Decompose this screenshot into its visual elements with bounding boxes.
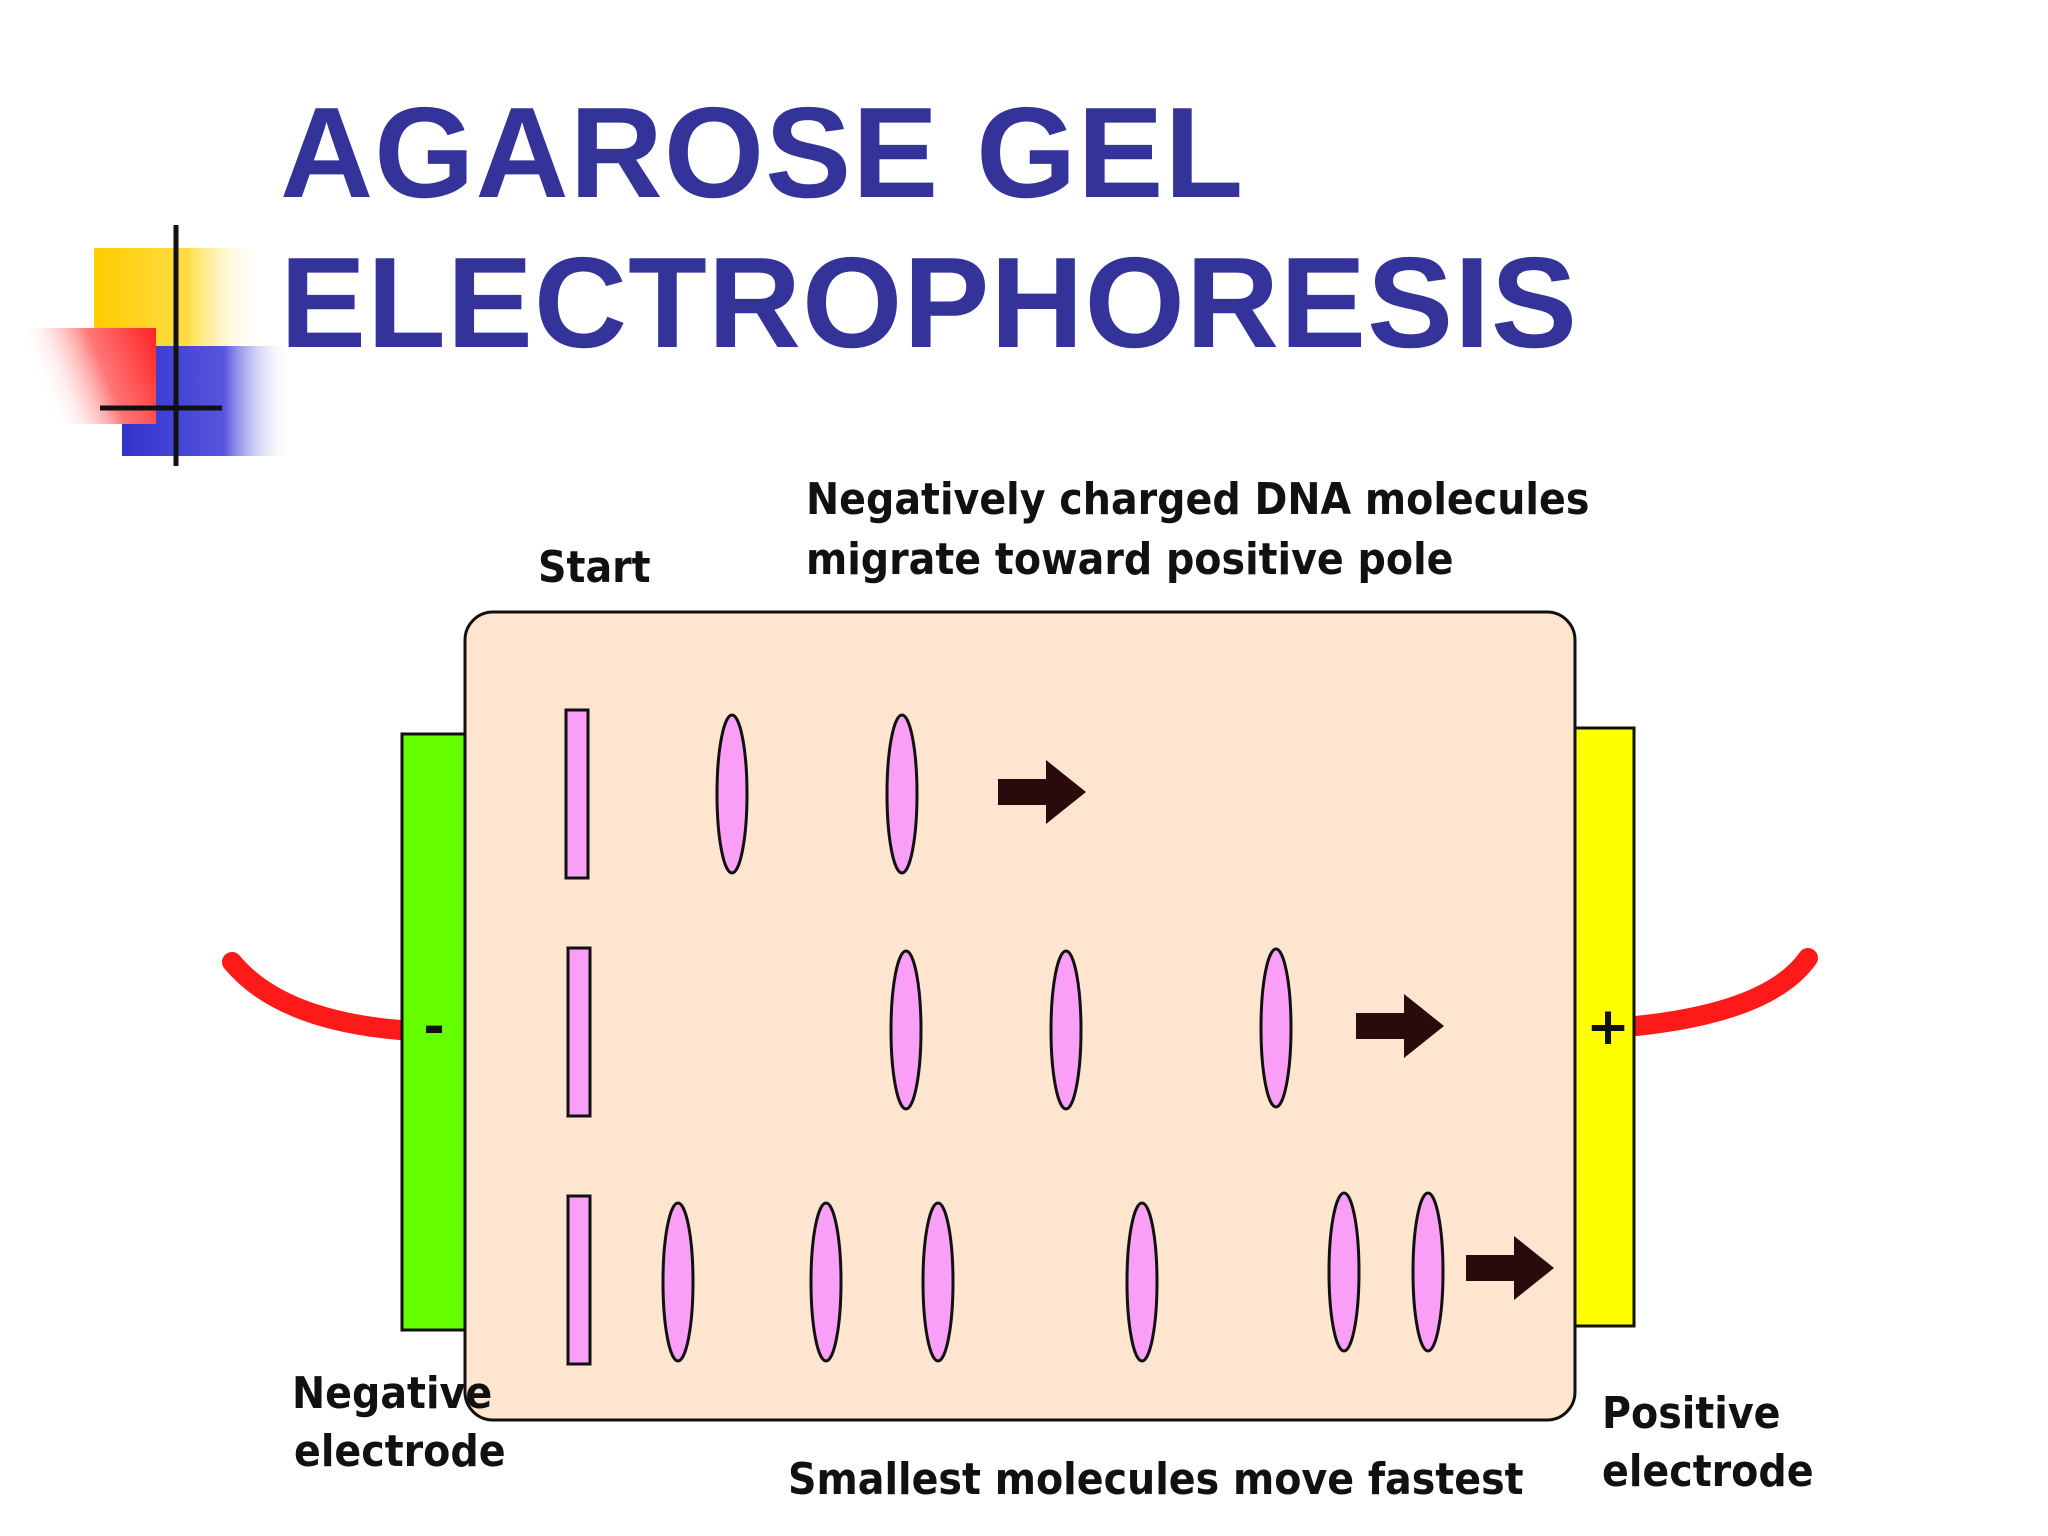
dna-band bbox=[921, 1201, 955, 1363]
bottom-caption: Smallest molecules move fastest bbox=[788, 1454, 1524, 1505]
dna-band bbox=[1411, 1191, 1445, 1353]
start-label: Start bbox=[538, 542, 651, 593]
dna-band bbox=[661, 1201, 695, 1363]
dna-band bbox=[809, 1201, 843, 1363]
dna-band bbox=[885, 713, 919, 875]
negative-electrode-label-line-1: Negative bbox=[292, 1368, 492, 1419]
dna-band bbox=[1327, 1191, 1361, 1353]
negative-wire bbox=[222, 952, 410, 1040]
dna-band bbox=[889, 949, 923, 1111]
start-well bbox=[564, 708, 590, 880]
start-well bbox=[566, 1194, 592, 1366]
dna-band bbox=[1125, 1201, 1159, 1363]
negative-electrode bbox=[400, 732, 470, 1332]
dna-band bbox=[715, 713, 749, 875]
dna-band bbox=[1259, 947, 1293, 1109]
negative-electrode-label-line-2: electrode bbox=[294, 1426, 506, 1477]
negative-sign: - bbox=[423, 997, 445, 1057]
migration-note-line-1: Negatively charged DNA molecules bbox=[806, 474, 1589, 525]
title-line-2: ELECTROPHORESIS bbox=[280, 231, 1579, 375]
positive-sign: + bbox=[1586, 997, 1630, 1057]
title-line-1: AGAROSE GEL bbox=[280, 81, 1245, 225]
positive-wire bbox=[1626, 948, 1818, 1036]
slide-title: AGAROSE GEL ELECTROPHORESIS bbox=[280, 78, 1578, 378]
start-well bbox=[566, 946, 592, 1118]
gel-lane-2 bbox=[566, 946, 1444, 1118]
corner-decoration bbox=[28, 225, 292, 466]
gel-lane-3 bbox=[566, 1191, 1554, 1366]
positive-electrode-label-line-2: electrode bbox=[1602, 1446, 1814, 1497]
gel-lane-1 bbox=[564, 708, 1086, 880]
dna-band bbox=[1049, 949, 1083, 1111]
positive-electrode-label-line-1: Positive bbox=[1602, 1388, 1780, 1439]
migration-note-line-2: migrate toward positive pole bbox=[806, 534, 1454, 585]
